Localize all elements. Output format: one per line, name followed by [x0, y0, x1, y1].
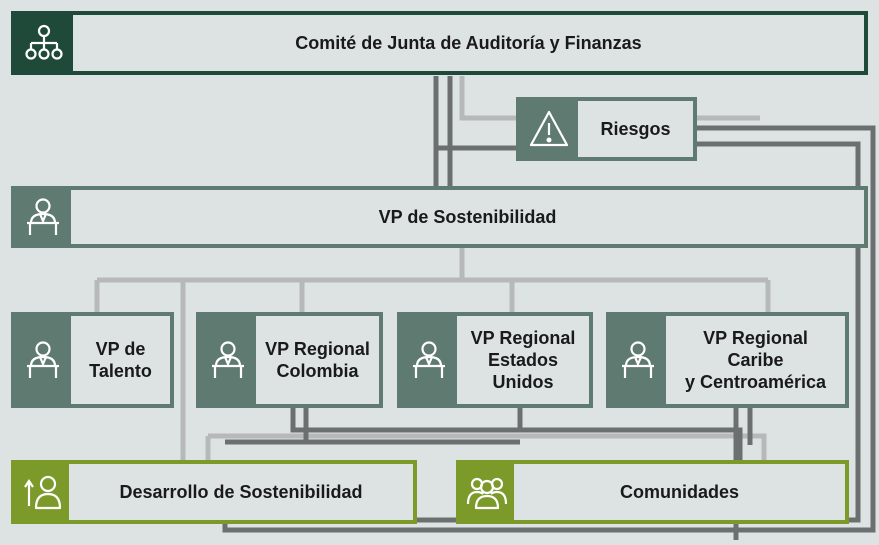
vp-usa-box: VP Regional Estados Unidos	[397, 312, 593, 408]
communities-label: Comunidades	[514, 464, 845, 520]
vp-talent-box: VP de Talento	[11, 312, 174, 408]
vp-caribbean-box: VP Regional Caribe y Centroamérica	[606, 312, 849, 408]
person-desk-icon	[610, 316, 666, 404]
vp-usa-label: VP Regional Estados Unidos	[457, 316, 589, 404]
person-desk-icon	[200, 316, 256, 404]
vp-sustainability-label: VP de Sostenibilidad	[71, 190, 864, 244]
light-connectors	[94, 76, 771, 460]
person-desk-icon	[15, 190, 71, 244]
risks-box: Riesgos	[516, 97, 697, 161]
vp-talent-label: VP de Talento	[71, 316, 170, 404]
committee-label: Comité de Junta de Auditoría y Finanzas	[73, 15, 864, 71]
person-desk-icon	[15, 316, 71, 404]
vp-caribbean-label: VP Regional Caribe y Centroamérica	[666, 316, 845, 404]
vp-colombia-box: VP Regional Colombia	[196, 312, 383, 408]
hierarchy-icon	[15, 15, 73, 71]
sustainable-development-box: Desarrollo de Sostenibilidad	[11, 460, 417, 524]
sustainable-development-label: Desarrollo de Sostenibilidad	[69, 464, 413, 520]
warning-icon	[520, 101, 578, 157]
person-desk-icon	[401, 316, 457, 404]
risks-label: Riesgos	[578, 101, 693, 157]
people-group-icon	[460, 464, 514, 520]
vp-colombia-label: VP Regional Colombia	[256, 316, 379, 404]
vp-sustainability-box: VP de Sostenibilidad	[11, 186, 868, 248]
communities-box: Comunidades	[456, 460, 849, 524]
committee-box: Comité de Junta de Auditoría y Finanzas	[11, 11, 868, 75]
person-growth-icon	[15, 464, 69, 520]
